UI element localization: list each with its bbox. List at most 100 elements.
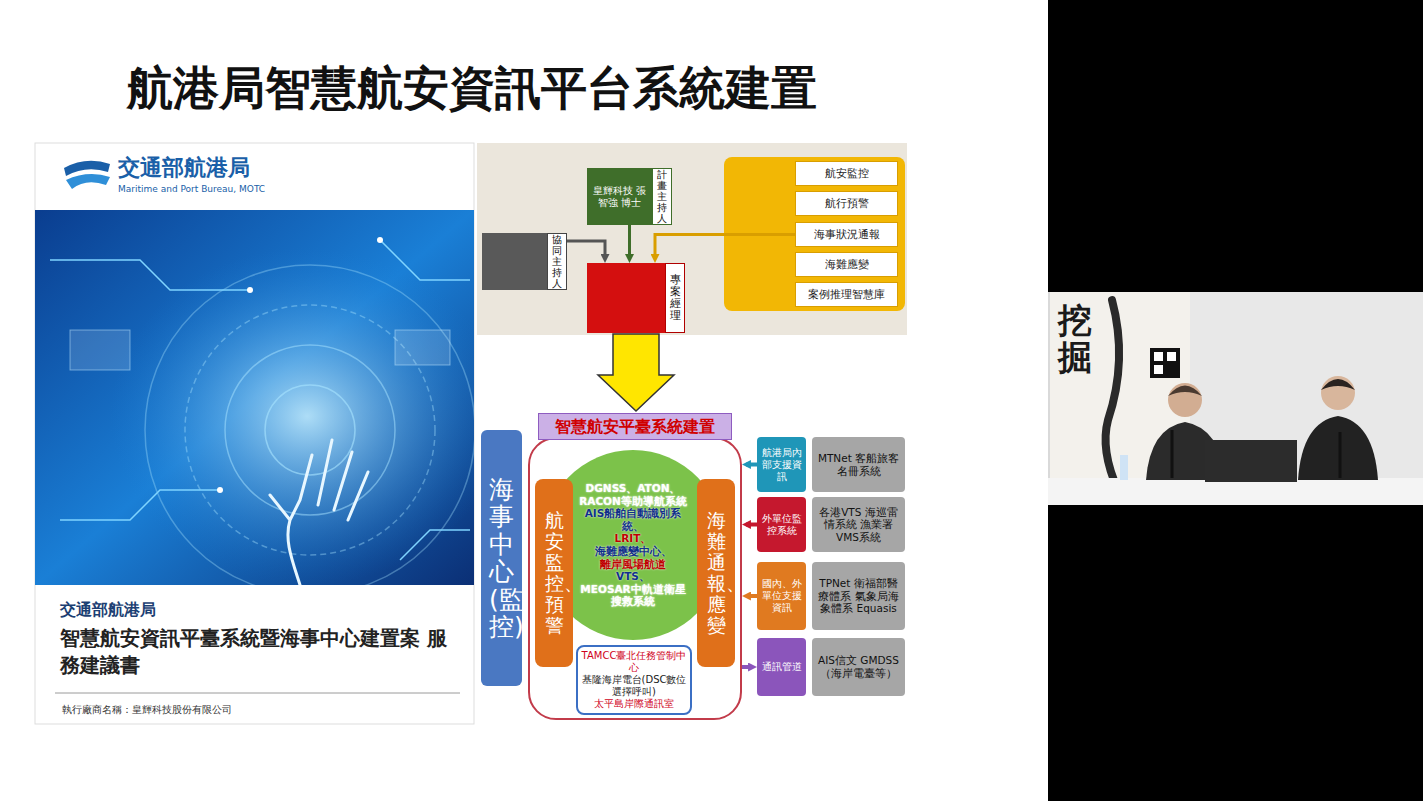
node-label: TPNet 衛福部醫療體系 氣象局海象體系 Equasis	[815, 577, 902, 615]
node-label: AIS船舶自動識別系統、	[577, 507, 689, 532]
cover-glow	[35, 210, 474, 585]
video-black-panel	[1048, 0, 1423, 801]
title-holder: 航港局智慧航安資訊平台系統建置	[40, 58, 904, 120]
node-label: 皇輝科技 張智強 博士	[589, 185, 650, 209]
cover-vendor: 執行廠商名稱：皇輝科技股份有限公司	[62, 704, 452, 716]
logo-text: 交通部航港局	[118, 155, 318, 181]
outline-heading: 智慧航安平臺系統建置	[538, 413, 732, 440]
connector	[746, 523, 757, 527]
system-box: MTNet 客船旅客名冊系統	[812, 437, 905, 492]
co-leader-box: 協同主持人	[482, 233, 567, 290]
channel-box: 通訊管道	[757, 638, 806, 696]
system-box: TPNet 衛福部醫療體系 氣象局海象體系 Equasis	[812, 562, 905, 630]
node-label: LRIT、	[577, 532, 689, 545]
slide-title: 航港局智慧航安資訊平台系統建置	[40, 58, 904, 120]
cover-rings	[50, 237, 474, 585]
label-holder: 執行廠商名稱：皇輝科技股份有限公司	[62, 704, 452, 716]
station-box: TAMCC臺北任務管制中心基隆海岸電台(DSC數位選擇呼叫)太平島岸際通訊室	[576, 645, 692, 715]
poster-calligraphy: 挖掘	[1058, 302, 1092, 377]
node-label: 協同主持人	[552, 234, 562, 289]
connector	[567, 241, 605, 259]
node-label: 基隆海岸電台(DSC數位選擇呼叫)	[581, 674, 687, 698]
water-bottle	[1120, 455, 1128, 480]
node-label: 航安監控、預警	[545, 510, 564, 635]
source-box: 航港局內部支援資訊	[757, 437, 806, 492]
node-label: 離岸風場航道	[577, 558, 689, 571]
task-item: 海難應變	[795, 252, 898, 277]
box-fill	[587, 263, 665, 333]
node-label: AIS信文 GMDSS（海岸電臺等）	[815, 654, 902, 679]
hand-drawing	[270, 440, 368, 585]
node-label: 智慧航安平臺系統建置	[555, 417, 715, 436]
label-holder: Maritime and Port Bureau, MOTC	[118, 184, 338, 195]
flow-arrow	[598, 334, 674, 411]
cover-divider	[55, 693, 460, 694]
source-box: 外單位監控系統	[757, 497, 806, 552]
logo-wave	[64, 161, 110, 176]
label-holder: 智慧航安資訊平臺系統暨海事中心建置案 服務建議書	[60, 625, 456, 679]
connector	[655, 235, 795, 260]
logo-english: Maritime and Port Bureau, MOTC	[118, 184, 338, 195]
task-item: 海事狀況通報	[795, 222, 898, 247]
video-inset	[1048, 292, 1423, 505]
node-label: 航行預警	[825, 197, 869, 210]
system-box: 各港VTS 海巡雷情系統 漁業署VMS系統	[812, 497, 905, 552]
qr-code	[1167, 352, 1176, 361]
task-item: 案例推理智慧庫	[795, 282, 898, 307]
org-chart-photo	[477, 143, 907, 335]
slide-background	[0, 0, 1048, 801]
node-label: 海難應變	[825, 258, 869, 271]
manager-box: 專案經理	[587, 263, 685, 333]
node-label: DGNSS、ATON、RACON等助導航系統	[577, 482, 689, 507]
qr-code	[1154, 352, 1163, 361]
node-label: TAMCC臺北任務管制中心	[581, 650, 687, 674]
node-dot	[247, 287, 253, 293]
system-box: AIS信文 GMDSS（海岸電臺等）	[812, 638, 905, 696]
node-label: 通訊管道	[762, 661, 802, 673]
studio-table	[1048, 478, 1423, 505]
label-holder: 交通部航港局	[60, 600, 360, 619]
box-fill: 皇輝科技 張智強 博士	[587, 168, 652, 225]
ring	[225, 345, 395, 515]
cover-image	[35, 210, 474, 585]
node-label: 外單位監控系統	[760, 513, 803, 537]
node-label: MTNet 客船旅客名冊系統	[815, 452, 902, 477]
microphone	[1171, 430, 1174, 478]
label-holder: 挖掘	[1058, 302, 1092, 377]
cover-title: 智慧航安資訊平臺系統暨海事中心建置案 服務建議書	[60, 625, 456, 679]
node-label: 計畫主持人	[657, 169, 667, 224]
qr-code	[1150, 348, 1180, 378]
screen-panel	[70, 330, 130, 370]
source-box: 國內、外單位支援資訊	[757, 562, 806, 630]
monitor-band: 航安監控、預警	[535, 479, 573, 667]
node-label: 國內、外單位支援資訊	[760, 578, 803, 614]
center-band: 海事中心(監控)	[481, 430, 522, 686]
label-strip: 計畫主持人	[652, 168, 672, 225]
node-label: 案例推理智慧庫	[808, 288, 885, 301]
node-label: 海事狀況通報	[814, 228, 880, 241]
label-strip: 協同主持人	[547, 233, 567, 290]
node-label: 太平島岸際通訊室	[594, 698, 674, 710]
microphone	[1339, 432, 1342, 478]
task-item: 航行預警	[795, 191, 898, 216]
circuit-line	[380, 240, 470, 280]
screen-panel	[395, 330, 450, 365]
ring	[145, 265, 474, 585]
node-label: 海事中心(監控)	[489, 476, 514, 641]
connector	[746, 463, 757, 467]
node-dot	[217, 487, 223, 493]
leader-box: 皇輝科技 張智強 博士計畫主持人	[587, 168, 672, 225]
node-label: 航港局內部支援資訊	[760, 447, 803, 483]
node-label: 專案經理	[670, 274, 681, 322]
person-head	[1321, 376, 1355, 410]
circuit-line	[50, 260, 250, 290]
qr-code	[1154, 365, 1163, 374]
ink-brush	[1106, 300, 1120, 490]
connector	[742, 665, 753, 669]
person-hair	[1321, 379, 1355, 390]
person-head	[1168, 383, 1202, 417]
node-label: 海難應變中心、	[577, 545, 689, 558]
laptop	[1205, 440, 1297, 482]
node-label: 航安監控	[825, 167, 869, 180]
